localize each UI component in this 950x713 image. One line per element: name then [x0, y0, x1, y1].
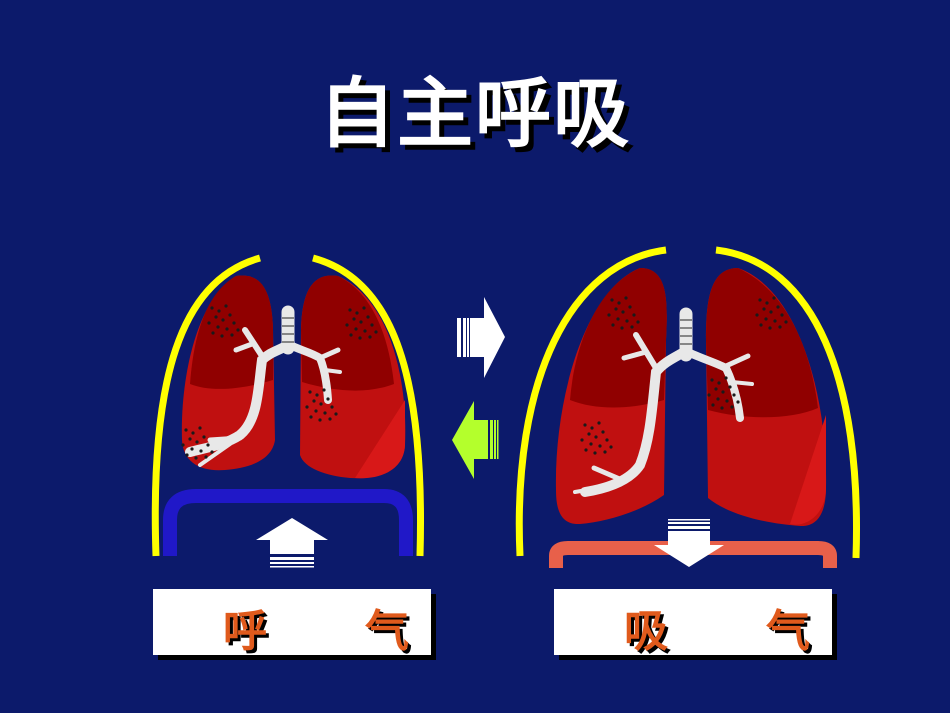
arrow-down-icon: [654, 519, 724, 567]
ribcage-left-inhale: [515, 246, 667, 557]
arrow-right-icon: [457, 297, 505, 378]
exhale-label-box: 呼 气: [153, 589, 431, 657]
exhale-panel: [151, 254, 424, 568]
arrow-up-icon: [256, 518, 328, 568]
inhale-panel: [515, 246, 860, 568]
slide-title: 自主呼吸: [319, 69, 631, 158]
ribcage-left-exhale: [151, 254, 261, 557]
exhale-char-1: 呼: [223, 606, 267, 657]
lung-right-exhale: [300, 275, 406, 479]
inhale-char-1: 吸: [624, 606, 668, 657]
ribcage-right-exhale: [312, 254, 424, 557]
arrow-left-icon: [452, 401, 499, 479]
exhale-char-2: 气: [365, 606, 409, 657]
inhale-label-box: 吸 气: [554, 589, 832, 657]
inhale-char-2: 气: [766, 606, 810, 657]
diaphragm-exhale: [163, 489, 413, 556]
ribcage-right-inhale: [715, 246, 860, 559]
